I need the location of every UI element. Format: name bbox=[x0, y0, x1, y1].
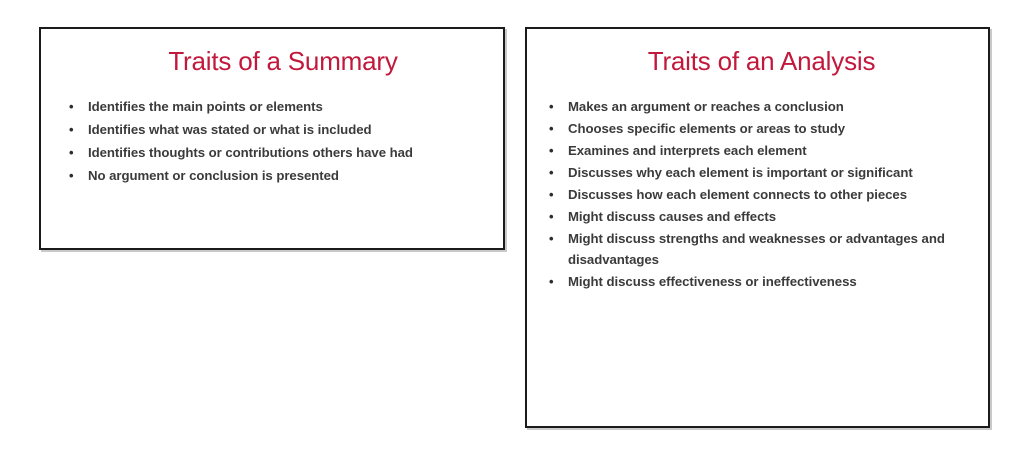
list-item-text: Chooses specific elements or areas to st… bbox=[568, 121, 846, 136]
list-item-text: Makes an argument or reaches a conclusio… bbox=[568, 99, 844, 114]
list-item: • Chooses specific elements or areas to … bbox=[547, 119, 988, 140]
list-item-text: Identifies what was stated or what is in… bbox=[88, 122, 372, 137]
list-item: • Identifies what was stated or what is … bbox=[67, 119, 503, 142]
list-item: • Might discuss strengths and weaknesses… bbox=[547, 229, 988, 270]
list-item: • Identifies the main points or elements bbox=[67, 96, 503, 119]
analysis-panel-title: Traits of an Analysis bbox=[647, 46, 876, 76]
list-item: • Identifies thoughts or contributions o… bbox=[67, 142, 503, 165]
list-item-text: Discusses how each element connects to o… bbox=[568, 187, 907, 202]
summary-traits-list: • Identifies the main points or elements… bbox=[41, 96, 503, 188]
bullet-dot-icon: • bbox=[69, 99, 74, 114]
bullet-dot-icon: • bbox=[549, 121, 554, 136]
list-item: • Makes an argument or reaches a conclus… bbox=[547, 97, 988, 118]
bullet-dot-icon: • bbox=[549, 209, 554, 224]
analysis-traits-panel: Traits of an Analysis • Makes an argumen… bbox=[525, 27, 990, 428]
bullet-dot-icon: • bbox=[549, 231, 554, 246]
bullet-dot-icon: • bbox=[69, 145, 74, 160]
list-item-text: Might discuss effectiveness or ineffecti… bbox=[568, 273, 857, 289]
list-item-text: Examines and interprets each element bbox=[568, 143, 807, 158]
list-item: • No argument or conclusion is presented bbox=[67, 165, 503, 188]
list-item-text: Identifies the main points or elements bbox=[88, 99, 323, 114]
list-item: • Might discuss effectiveness or ineffec… bbox=[547, 272, 988, 293]
bullet-dot-icon: • bbox=[549, 273, 554, 289]
list-item-text: Might discuss causes and effects bbox=[568, 209, 777, 224]
list-item: • Examines and interprets each element bbox=[547, 141, 988, 162]
bullet-dot-icon: • bbox=[549, 165, 554, 180]
bullet-dot-icon: • bbox=[549, 99, 554, 114]
summary-traits-panel: Traits of a Summary • Identifies the mai… bbox=[39, 27, 505, 250]
bullet-dot-icon: • bbox=[549, 143, 554, 158]
bullet-dot-icon: • bbox=[549, 187, 554, 202]
bullet-dot-icon: • bbox=[69, 168, 74, 183]
list-item-text: No argument or conclusion is presented bbox=[88, 168, 339, 183]
list-item-text: Identifies thoughts or contributions oth… bbox=[88, 145, 413, 160]
list-item: • Discusses how each element connects to… bbox=[547, 185, 988, 206]
bullet-dot-icon: • bbox=[69, 122, 74, 137]
list-item-text: Might discuss strengths and weaknesses o… bbox=[568, 231, 945, 267]
list-item: • Discusses why each element is importan… bbox=[547, 163, 988, 184]
list-item: • Might discuss causes and effects bbox=[547, 207, 988, 228]
summary-panel-title: Traits of a Summary bbox=[168, 46, 398, 76]
analysis-traits-list: • Makes an argument or reaches a conclus… bbox=[527, 97, 988, 292]
list-item-text: Discusses why each element is important … bbox=[568, 165, 913, 180]
